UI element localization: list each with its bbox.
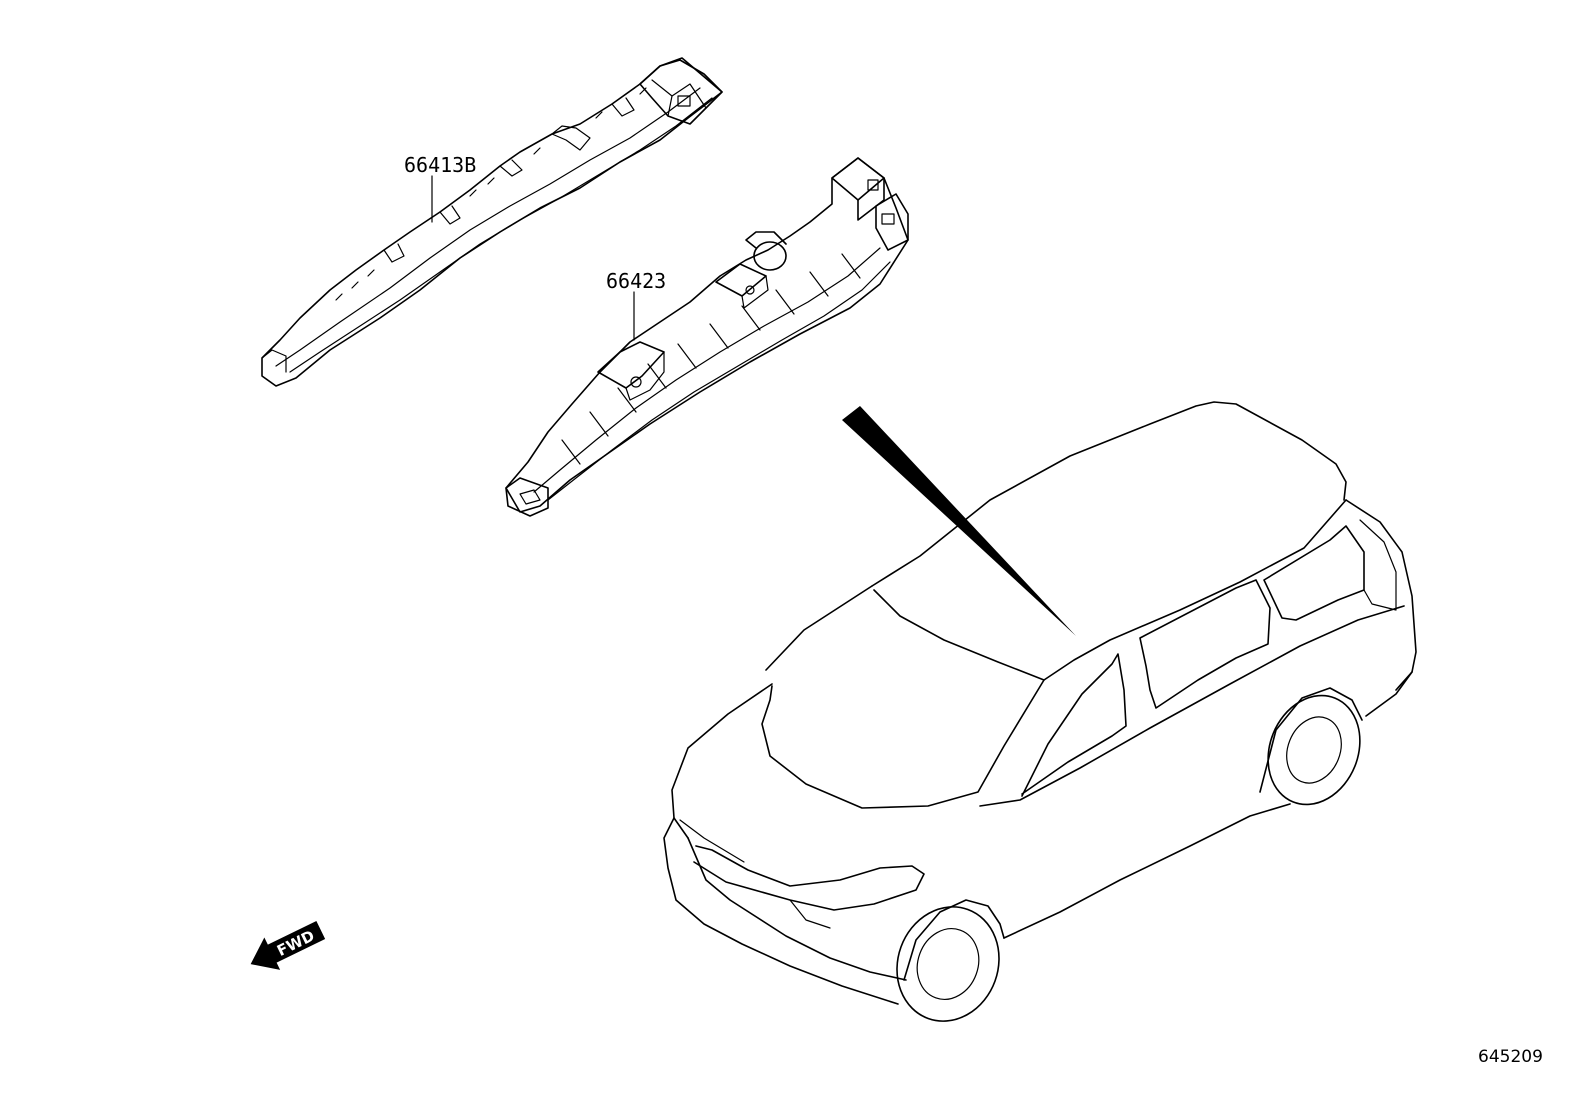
bracket-66423[interactable]	[505, 157, 909, 517]
location-pointer	[842, 406, 1076, 636]
fwd-direction-arrow: FWD	[250, 920, 326, 970]
fwd-arrow-icon	[250, 920, 326, 970]
vehicle-outline	[663, 401, 1417, 1022]
figure-number: 645209	[1478, 1047, 1543, 1067]
bracket-66413b[interactable]	[261, 57, 723, 387]
part-label-66423: 66423	[606, 269, 666, 293]
part-label-66413b: 66413B	[404, 153, 476, 177]
